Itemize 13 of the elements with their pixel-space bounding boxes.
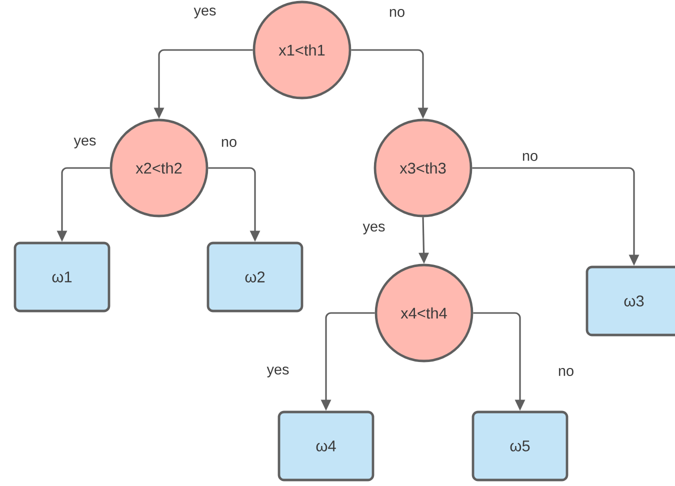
- leaf-box: ω5: [472, 410, 568, 482]
- edge-label: no: [558, 368, 574, 376]
- edge-label: yes: [266, 366, 289, 378]
- edge-label: yes: [74, 138, 96, 148]
- edge-label: yes: [362, 224, 385, 234]
- edge-label: yes: [194, 8, 216, 18]
- edge-label: no: [222, 139, 236, 147]
- leaf-box: ω2: [206, 242, 304, 312]
- leaf-box: ω3: [586, 266, 675, 336]
- edge-label: no: [390, 9, 404, 17]
- leaf-box: ω1: [14, 242, 110, 312]
- edge-label: no: [522, 153, 538, 161]
- leaf-box: ω4: [278, 410, 374, 482]
